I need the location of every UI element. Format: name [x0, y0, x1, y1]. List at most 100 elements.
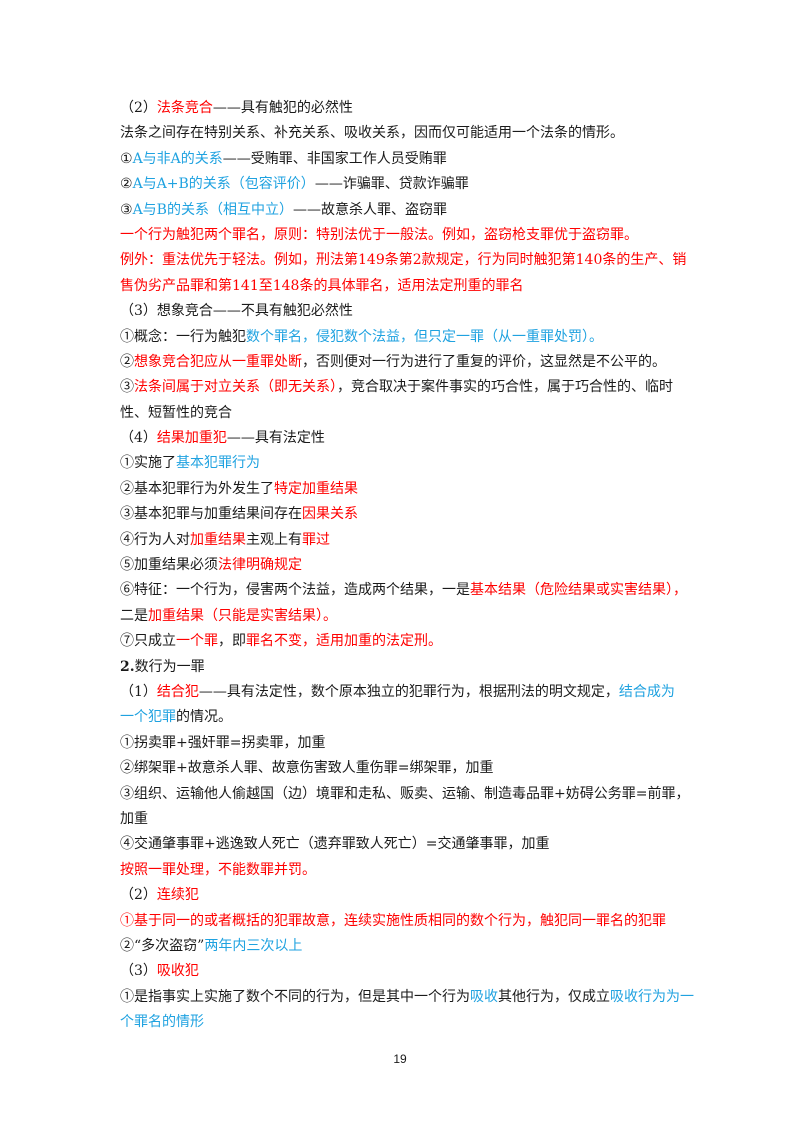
text-segment: ① — [120, 150, 133, 167]
text-segment: 法条间属于对立关系（即无关系） — [134, 379, 337, 396]
text-segment: 吸收犯 — [156, 963, 199, 980]
text-line: ②A与A+B的关系（包容评价）——诈骗罪、贷款诈骗罪 — [120, 172, 690, 197]
text-segment: 想象竞合犯应从一重罪处断 — [134, 353, 302, 370]
text-segment: 的情况。 — [176, 709, 232, 726]
text-segment: 吸收 — [470, 988, 498, 1005]
text-segment: 售伪劣产品罪和第141至148条的具体罪名，适用法定刑重的罪名 — [120, 277, 524, 294]
text-segment: 主观上有 — [246, 531, 302, 548]
text-line: ②基本犯罪行为外发生了特定加重结果 — [120, 477, 690, 502]
text-segment: ——具有法定性 — [226, 430, 325, 447]
text-segment: 结合成为 — [618, 683, 675, 700]
text-line: ①基于同一的或者概括的犯罪故意，连续实施性质相同的数个行为，触犯同一罪名的犯罪 — [120, 909, 690, 934]
text-line: ①A与非A的关系——受贿罪、非国家工作人员受贿罪 — [120, 147, 690, 172]
text-segment: ，竞合取决于案件事实的巧合性，属于巧合性的、临时 — [337, 379, 673, 396]
text-segment: 按照一罪处理，不能数罪并罚。 — [120, 861, 316, 878]
text-line: ⑥特征：一个行为，侵害两个法益，造成两个结果，一是基本结果（危险结果或实害结果）… — [120, 578, 690, 603]
text-segment: 特定加重结果 — [274, 480, 358, 497]
text-segment: （2） — [120, 100, 157, 116]
text-segment: 个罪名的情形 — [120, 1014, 204, 1031]
text-segment: 结合犯 — [156, 683, 199, 700]
text-segment: ，即 — [218, 633, 246, 650]
text-line: ⑦只成立一个罪，即罪名不变，适用加重的法定刑。 — [120, 629, 690, 654]
text-segment: ——诈骗罪、贷款诈骗罪 — [314, 176, 469, 193]
text-segment: ⑤加重结果必须 — [120, 557, 218, 574]
text-segment: ②绑架罪+故意杀人罪、故意伤害致人重伤罪=绑架罪，加重 — [120, 760, 494, 777]
text-segment: 一个罪 — [176, 633, 218, 650]
text-line: ①概念：一行为触犯数个罪名，侵犯数个法益，但只定一罪（从一重罪处罚）。 — [120, 325, 690, 350]
text-segment: 罪过 — [302, 531, 330, 548]
page-number: 19 — [393, 1052, 407, 1066]
text-line: ③基本犯罪与加重结果间存在因果关系 — [120, 502, 690, 527]
text-segment: 加重 — [120, 810, 148, 827]
text-line: 加重 — [120, 807, 690, 832]
text-segment: ①是指事实上实施了数个不同的行为，但是其中一个行为 — [120, 988, 470, 1005]
text-line: ④行为人对加重结果主观上有罪过 — [120, 528, 690, 553]
text-segment: （1） — [120, 683, 157, 700]
text-segment: 因果关系 — [302, 506, 358, 523]
text-segment: 数个罪名，侵犯数个法益，但只定一罪（从一重罪处罚）。 — [246, 328, 603, 345]
text-line: （4）结果加重犯——具有法定性 — [120, 426, 690, 451]
text-line: 例外：重法优先于轻法。例如，刑法第149条第2款规定，行为同时触犯第140条的生… — [120, 248, 690, 273]
page-body: （2）法条竞合——具有触犯的必然性法条之间存在特别关系、补充关系、吸收关系，因而… — [120, 96, 694, 1035]
text-segment: ，否则便对一行为进行了重复的评价，这显然是不公平的。 — [302, 353, 666, 370]
text-segment: ⑦只成立 — [120, 633, 176, 650]
text-segment: ③ — [120, 379, 134, 396]
text-segment: ④交通肇事罪+逃逸致人死亡（遗弃罪致人死亡）=交通肇事罪，加重 — [120, 836, 550, 853]
text-segment: ——受贿罪、非国家工作人员受贿罪 — [222, 150, 447, 167]
text-segment: 一个行为触犯两个罪名，原则：特别法优于一般法。例如，盗窃枪支罪优于盗窃罪。 — [120, 226, 638, 243]
text-segment: 基本结果（危险结果或实害结果）， — [470, 582, 687, 599]
text-segment: ②基本犯罪行为外发生了 — [120, 480, 274, 497]
text-segment: （4） — [120, 430, 157, 447]
text-segment: A与B的关系（相互中立） — [132, 201, 293, 218]
text-line: ②绑架罪+故意杀人罪、故意伤害致人重伤罪=绑架罪，加重 — [120, 756, 690, 781]
text-line: 二是加重结果（只能是实害结果）。 — [120, 604, 690, 629]
text-segment: 法条之间存在特别关系、补充关系、吸收关系，因而仅可能适用一个法条的情形。 — [120, 125, 624, 142]
text-line: （2）法条竞合——具有触犯的必然性 — [120, 96, 690, 121]
text-segment: 一个犯罪 — [120, 709, 176, 726]
text-line: 售伪劣产品罪和第141至148条的具体罪名，适用法定刑重的罪名 — [120, 274, 690, 299]
text-segment: ①基于同一的或者概括的犯罪故意，连续实施性质相同的数个行为，触犯同一罪名的犯罪 — [120, 912, 666, 929]
text-line: 2.数行为一罪 — [120, 655, 690, 680]
text-line: ③法条间属于对立关系（即无关系），竞合取决于案件事实的巧合性，属于巧合性的、临时 — [120, 375, 690, 400]
text-segment: ③基本犯罪与加重结果间存在 — [120, 506, 302, 523]
text-segment: A与A+B的关系（包容评价） — [132, 176, 315, 193]
text-line: ①拐卖罪+强奸罪=拐卖罪，加重 — [120, 731, 690, 756]
text-line: ②想象竞合犯应从一重罪处断，否则便对一行为进行了重复的评价，这显然是不公平的。 — [120, 350, 690, 375]
text-line: ③组织、运输他人偷越国（边）境罪和走私、贩卖、运输、制造毒品罪+妨碍公务罪=前罪… — [120, 782, 690, 807]
text-segment: （3） — [120, 963, 157, 980]
text-line: （1）结合犯——具有法定性，数个原本独立的犯罪行为，根据刑法的明文规定，结合成为 — [120, 680, 690, 705]
text-segment: ⑥特征：一个行为，侵害两个法益，造成两个结果，一是 — [120, 582, 470, 599]
text-segment: ——故意杀人罪、盗窃罪 — [292, 201, 447, 218]
text-line: ②“多次盗窃”两年内三次以上 — [120, 934, 690, 959]
text-segment: 例外：重法优先于轻法。例如，刑法第149条第2款规定，行为同时触犯第140条的生… — [120, 252, 687, 269]
text-line: （3）吸收犯 — [120, 959, 690, 984]
text-segment: （3）想象竞合——不具有触犯必然性 — [120, 303, 353, 320]
text-segment: 性、短暂性的竞合 — [120, 404, 232, 421]
text-segment: ③组织、运输他人偷越国（边）境罪和走私、贩卖、运输、制造毒品罪+妨碍公务罪=前罪… — [120, 785, 690, 802]
text-line: ③A与B的关系（相互中立）——故意杀人罪、盗窃罪 — [120, 198, 690, 223]
text-line: （2）连续犯 — [120, 883, 690, 908]
text-line: （3）想象竞合——不具有触犯必然性 — [120, 299, 690, 324]
text-line: 一个行为触犯两个罪名，原则：特别法优于一般法。例如，盗窃枪支罪优于盗窃罪。 — [120, 223, 690, 248]
text-line: ①实施了基本犯罪行为 — [120, 451, 690, 476]
text-segment: ②“多次盗窃” — [120, 937, 205, 954]
text-segment: ①实施了 — [120, 455, 176, 472]
text-segment: 二是 — [120, 607, 148, 624]
text-segment: 罪名不变，适用加重的法定刑。 — [246, 633, 442, 650]
text-line: ④交通肇事罪+逃逸致人死亡（遗弃罪致人死亡）=交通肇事罪，加重 — [120, 832, 690, 857]
text-segment: 法条竞合 — [156, 100, 213, 116]
text-line: ⑤加重结果必须法律明确规定 — [120, 553, 690, 578]
text-segment: ——具有触犯的必然性 — [212, 100, 353, 116]
text-line: ①是指事实上实施了数个不同的行为，但是其中一个行为吸收其他行为，仅成立吸收行为为… — [120, 985, 694, 1010]
text-segment: ①概念：一行为触犯 — [120, 328, 246, 345]
text-line: 按照一罪处理，不能数罪并罚。 — [120, 858, 690, 883]
text-segment: 吸收行为为一 — [610, 988, 694, 1005]
text-segment: 两年内三次以上 — [204, 937, 303, 954]
text-segment: 其他行为，仅成立 — [498, 988, 610, 1005]
text-line: 性、短暂性的竞合 — [120, 401, 690, 426]
text-segment: 加重结果（只能是实害结果）。 — [148, 607, 337, 624]
text-line: 一个犯罪的情况。 — [120, 705, 690, 730]
text-segment: 基本犯罪行为 — [176, 455, 260, 472]
text-segment: ——具有法定性，数个原本独立的犯罪行为，根据刑法的明文规定， — [198, 683, 619, 700]
